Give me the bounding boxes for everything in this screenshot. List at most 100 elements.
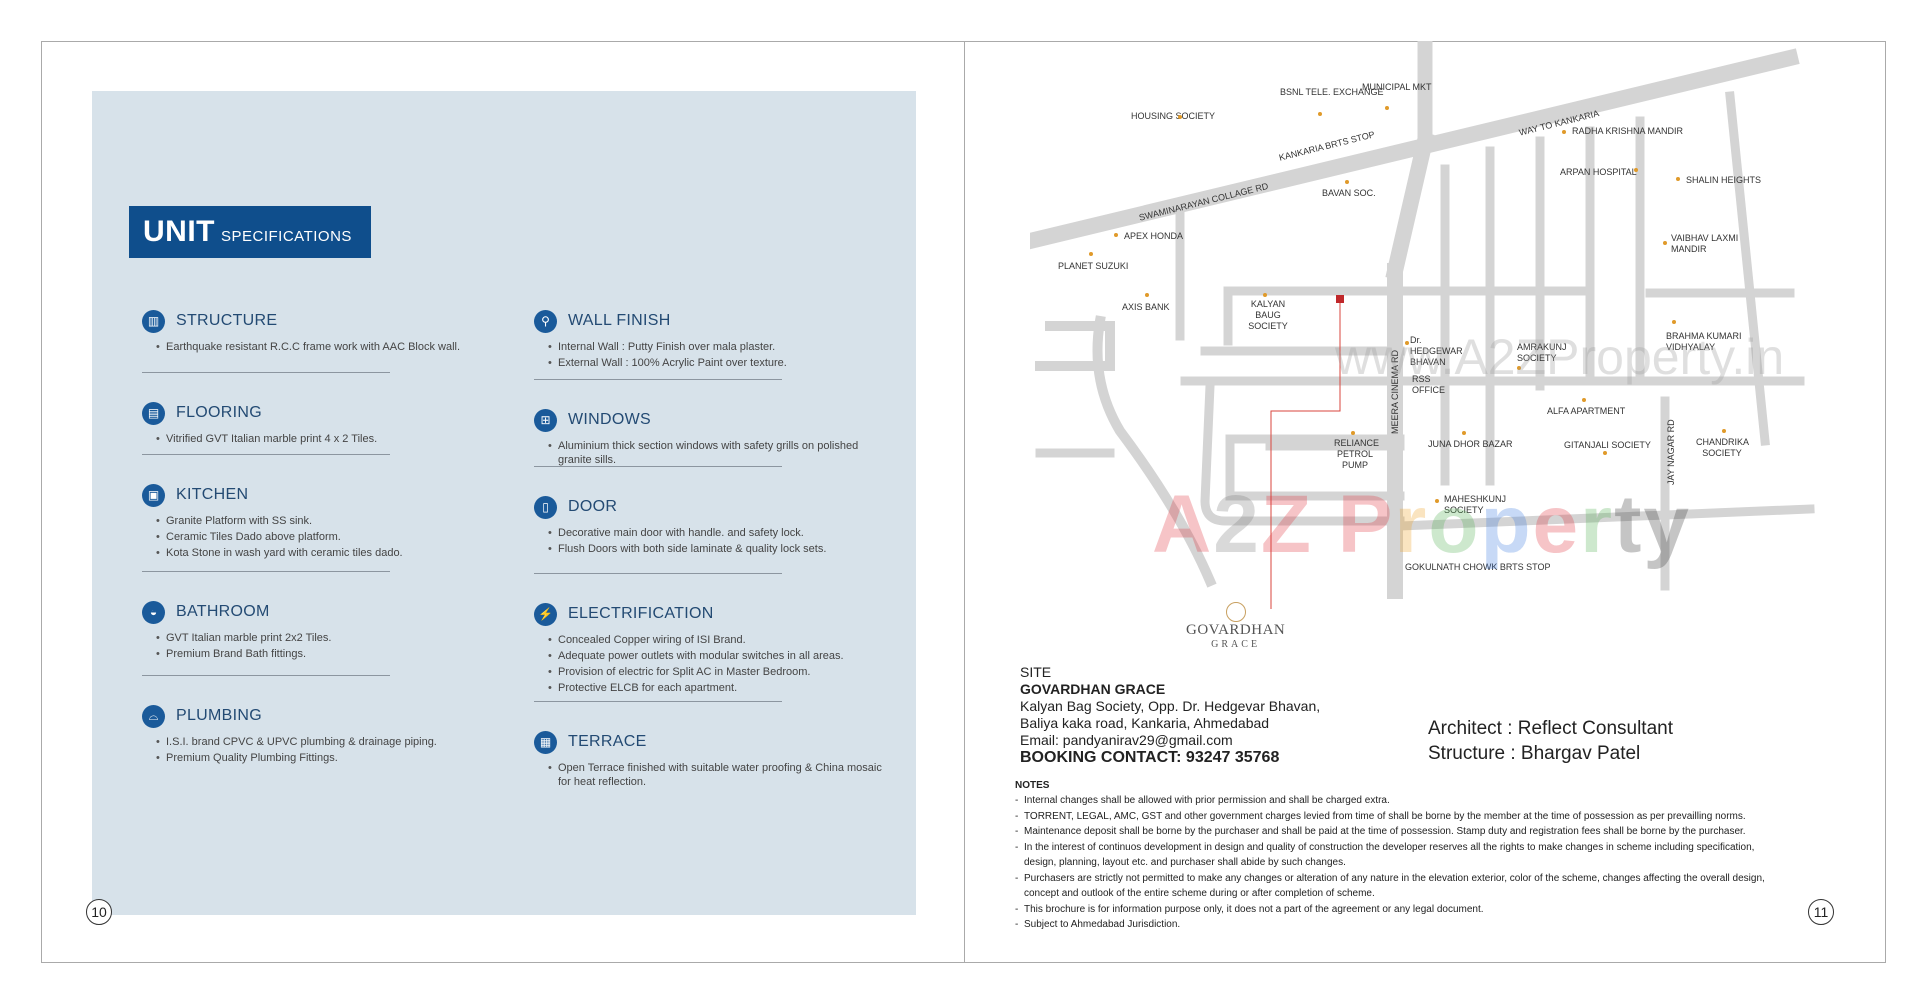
place-dot	[1318, 112, 1322, 116]
place-kalyan-baug: KALYAN BAUG SOCIETY	[1248, 299, 1288, 331]
page-number-left: 10	[86, 899, 112, 925]
spec-divider	[534, 573, 782, 574]
note-item: Purchasers are strictly not permitted to…	[1015, 871, 1775, 902]
spec-item: Premium Quality Plumbing Fittings.	[156, 751, 502, 765]
place-dot	[1562, 130, 1566, 134]
place-dot	[1517, 366, 1521, 370]
road-jay-nagar: JAY NAGAR RD	[1666, 419, 1676, 485]
spec-flooring: ▤FLOORINGVitrified GVT Italian marble pr…	[142, 400, 502, 448]
spec-heading: ▦TERRACE	[534, 729, 894, 755]
place-arpan-hospital: ARPAN HOSPITAL	[1560, 167, 1637, 177]
architect-credit: Architect : Reflect Consultant	[1428, 718, 1673, 739]
spec-name: WALL FINISH	[568, 312, 671, 329]
spec-items: GVT Italian marble print 2x2 Tiles.Premi…	[142, 631, 502, 661]
brochure-spread	[41, 41, 1886, 963]
page-fold	[964, 41, 965, 963]
logo-line1: GOVARDHAN	[1186, 622, 1286, 638]
spec-name: KITCHEN	[176, 486, 249, 503]
spec-item: Ceramic Tiles Dado above platform.	[156, 530, 502, 544]
spec-item: Earthquake resistant R.C.C frame work wi…	[156, 340, 502, 354]
place-dot	[1634, 168, 1638, 172]
place-dot	[1351, 431, 1355, 435]
pipe-icon: ⌓	[142, 704, 165, 728]
spec-plumbing: ⌓ PLUMBING I.S.I. brand CPVC & UPVC plumbi…	[142, 703, 502, 767]
place-maheshkunj: MAHESHKUNJ SOCIETY	[1444, 494, 1507, 515]
spec-heading: ⚡ELECTRIFICATION	[534, 601, 894, 627]
site-address-line1: Kalyan Bag Society, Opp. Dr. Hedgevar Bh…	[1020, 698, 1321, 714]
spec-item: Concealed Copper wiring of ISI Brand.	[548, 633, 894, 647]
note-item: In the interest of continuos development…	[1015, 840, 1775, 871]
place-municipal-mkt: MUNICIPAL MKT	[1362, 82, 1432, 92]
spec-item: Aluminium thick section windows with saf…	[548, 439, 894, 467]
spec-heading: ◒ BATHROOM	[142, 599, 502, 625]
spec-item: Kota Stone in wash yard with ceramic til…	[156, 546, 502, 560]
spec-name: PLUMBING	[176, 707, 262, 724]
spec-item: Protective ELCB for each apartment.	[548, 681, 894, 695]
kitchen-icon: ▣	[142, 483, 165, 507]
spec-items: I.S.I. brand CPVC & UPVC plumbing & drai…	[142, 735, 502, 765]
spec-items: Earthquake resistant R.C.C frame work wi…	[142, 340, 502, 354]
spec-heading: ▥STRUCTURE	[142, 308, 502, 334]
spec-items: Aluminium thick section windows with saf…	[534, 439, 894, 467]
structure-credit: Structure : Bhargav Patel	[1428, 743, 1641, 764]
bathtub-icon: ◒	[142, 600, 165, 624]
section-title: UNIT SPECIFICATIONS	[129, 206, 371, 258]
place-juna-dhor-bazar: JUNA DHOR BAZAR	[1428, 439, 1513, 449]
spec-door: ▯DOORDecorative main door with handle. a…	[534, 494, 894, 558]
spec-item: Open Terrace finished with suitable wate…	[548, 761, 894, 789]
spec-kitchen: ▣ KITCHEN Granite Platform with SS sink.Ce…	[142, 482, 502, 562]
spec-items: Granite Platform with SS sink.Ceramic Ti…	[142, 514, 502, 560]
spec-item: Provision of electric for Split AC in Ma…	[548, 665, 894, 679]
spec-name: STRUCTURE	[176, 312, 278, 329]
spec-items: Open Terrace finished with suitable wate…	[534, 761, 894, 789]
spec-item: Internal Wall : Putty Finish over mala p…	[548, 340, 894, 354]
logo-emblem-icon	[1225, 602, 1246, 622]
site-name: GOVARDHAN GRACE	[1020, 681, 1166, 697]
place-alfa-apartment: ALFA APARTMENT	[1547, 406, 1626, 416]
place-dot	[1672, 320, 1676, 324]
place-hedgewar-bhavan: Dr. HEDGEWAR BHAVAN	[1410, 335, 1463, 367]
spec-divider	[142, 454, 390, 455]
title-unit: UNIT	[143, 215, 215, 248]
spec-heading: ⚲WALL FINISH	[534, 308, 894, 334]
note-item: Subject to Ahmedabad Jurisdiction.	[1015, 917, 1775, 933]
site-email: Email: pandyanirav29@gmail.com	[1020, 732, 1233, 748]
place-dot	[1178, 115, 1182, 119]
note-item: TORRENT, LEGAL, AMC, GST and other gover…	[1015, 809, 1775, 825]
place-apex-honda: APEX HONDA	[1124, 231, 1184, 241]
site-address-block: SITE GOVARDHAN GRACE Kalyan Bag Society,…	[1020, 664, 1400, 766]
spec-heading: ▤FLOORING	[142, 400, 502, 426]
place-radha-krishna: RADHA KRISHNA MANDIR	[1572, 126, 1684, 136]
spec-windows: ⊞WINDOWSAluminium thick section windows …	[534, 407, 894, 469]
place-amrakunj: AMRAKUNJ SOCIETY	[1517, 342, 1567, 363]
spec-structure: ▥STRUCTURE Earthquake resistant R.C.C fra…	[142, 308, 502, 356]
place-planet-suzuki: PLANET SUZUKI	[1058, 261, 1129, 271]
spec-item: Premium Brand Bath fittings.	[156, 647, 502, 661]
spec-divider	[142, 372, 390, 373]
lightning-icon: ⚡	[534, 602, 557, 626]
logo-line2: GRACE	[1211, 639, 1261, 650]
place-dot	[1722, 429, 1726, 433]
place-dot	[1462, 431, 1466, 435]
spec-name: WINDOWS	[568, 411, 651, 428]
spec-divider	[534, 466, 782, 467]
spec-item: Decorative main door with handle. and sa…	[548, 526, 894, 540]
place-dot	[1385, 106, 1389, 110]
spec-item: Adequate power outlets with modular swit…	[548, 649, 894, 663]
notes-title: NOTES	[1015, 780, 1050, 791]
spec-electrification: ⚡ELECTRIFICATION Concealed Copper wiring …	[534, 601, 894, 697]
spec-items: Concealed Copper wiring of ISI Brand. Ade…	[534, 633, 894, 695]
location-map	[1030, 41, 1830, 611]
spec-item: Flush Doors with both side laminate & qu…	[548, 542, 894, 556]
spec-divider	[142, 571, 390, 572]
title-specifications: SPECIFICATIONS	[221, 227, 352, 245]
spec-bathroom: ◒ BATHROOM GVT Italian marble print 2x2 Ti…	[142, 599, 502, 663]
place-reliance-petrol: RELIANCE PETROL PUMP	[1334, 438, 1380, 470]
watermark-brand: A2Z Property	[1152, 479, 1691, 570]
booking-contact: BOOKING CONTACT: 93247 35768	[1020, 749, 1280, 766]
place-dot	[1263, 293, 1267, 297]
govardhan-grace-logo: GOVARDHAN GRACE	[1186, 602, 1285, 650]
spec-items: Internal Wall : Putty Finish over mala p…	[534, 340, 894, 370]
spec-name: BATHROOM	[176, 603, 270, 620]
place-shalin-heights: SHALIN HEIGHTS	[1686, 175, 1762, 185]
